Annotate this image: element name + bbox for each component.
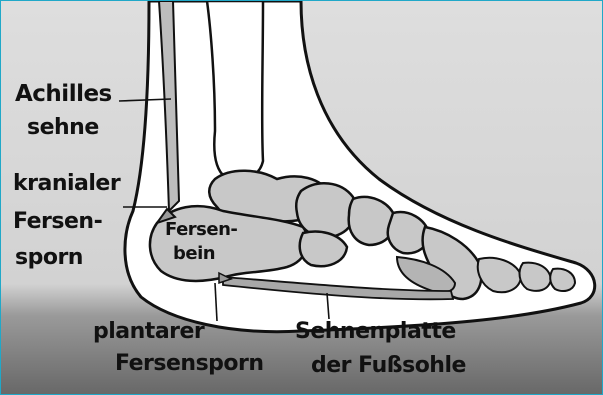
label-achilles-line2: sehne (27, 117, 99, 139)
label-fersenbein-line1: Fersen- (165, 221, 237, 239)
navicular-bone (296, 183, 356, 237)
label-sehnenplatte-line2: der Fußsohle (311, 355, 466, 377)
label-kranial-line2: Fersen- (13, 211, 102, 233)
label-plantar-line1: plantarer (93, 321, 204, 343)
label-plantar-line2: Fersensporn (115, 353, 264, 375)
label-sehnenplatte-line1: Sehnenplatte (295, 321, 456, 343)
label-fersenbein-line2: bein (173, 245, 215, 263)
label-kranial-line1: kranialer (13, 173, 120, 195)
label-kranial-line3: sporn (15, 247, 83, 269)
label-achilles-line1: Achilles (15, 83, 112, 106)
tibia-bone (207, 1, 263, 180)
